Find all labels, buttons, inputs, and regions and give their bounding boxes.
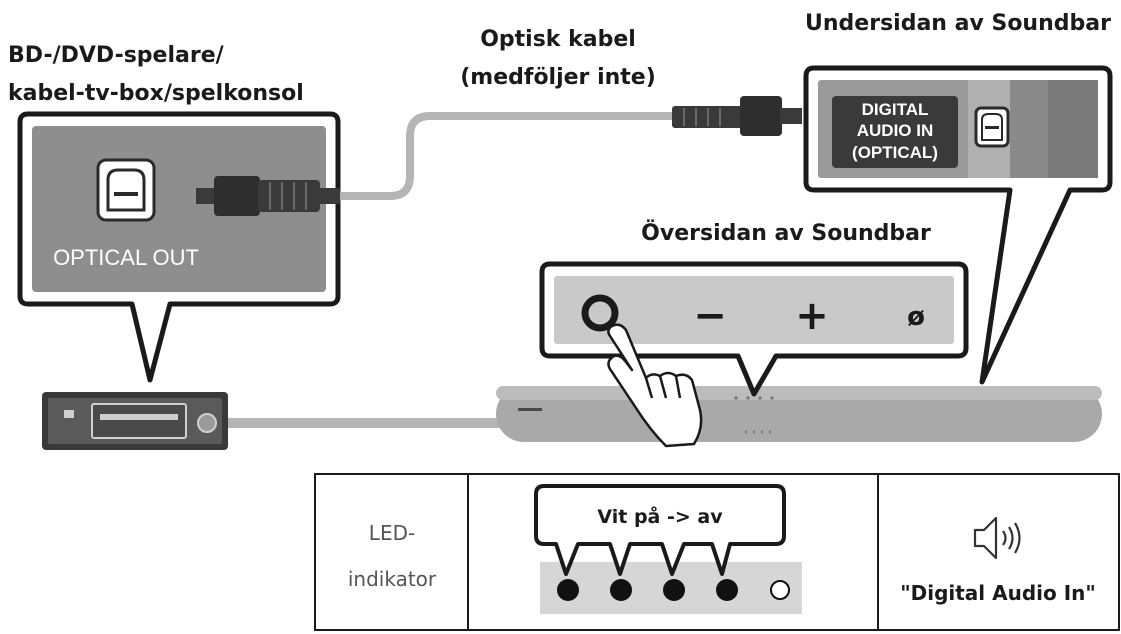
led-dot-5 — [770, 580, 790, 600]
power-button-icon — [581, 294, 619, 332]
optical-in-port-icon — [974, 106, 1010, 148]
cable-plug-soundbar — [672, 96, 802, 136]
source-device-box — [42, 392, 228, 450]
pointing-hand-icon — [607, 323, 703, 448]
cable-plug-source — [196, 176, 340, 216]
cable-label-line2: (medföljer inte) — [460, 65, 656, 90]
soundbar-bottom-callout: DIGITAL AUDIO IN (OPTICAL) — [803, 65, 1113, 385]
led-dot-3 — [663, 579, 685, 601]
source-port-callout: OPTICAL OUT — [17, 111, 341, 383]
volume-up-button: + — [795, 293, 829, 339]
voice-prompt-text: "Digital Audio In" — [900, 581, 1096, 605]
device-link-line — [228, 418, 500, 428]
led-row — [557, 579, 790, 601]
led-label-line1: LED- — [369, 521, 415, 545]
digital-audio-in-line3: (OPTICAL) — [852, 143, 938, 162]
soundbar-top-callout: − + ø — [539, 261, 969, 397]
cable-label-line1: Optisk kabel — [480, 27, 636, 52]
optical-out-label: OPTICAL OUT — [53, 245, 199, 270]
source-device-label-line2: kabel-tv-box/spelkonsol — [8, 81, 304, 106]
led-dot-4 — [716, 579, 738, 601]
led-callout-text: Vit på -> av — [597, 504, 723, 528]
led-dot-2 — [610, 579, 632, 601]
soundbar — [496, 386, 1102, 442]
speaker-icon — [973, 516, 1021, 560]
optical-out-port-icon — [96, 158, 156, 222]
digital-audio-in-line2: AUDIO IN — [857, 121, 934, 140]
soundbar-bottom-label: Undersidan av Soundbar — [805, 11, 1111, 36]
led-dot-1 — [557, 579, 579, 601]
source-device-label-line1: BD-/DVD-spelare/ — [8, 43, 225, 68]
mic-off-button: ø — [907, 302, 925, 332]
led-callout-bubble — [534, 484, 786, 576]
soundbar-top-label: Översidan av Soundbar — [641, 220, 931, 246]
digital-audio-in-line1: DIGITAL — [862, 100, 929, 119]
led-indicator-table: LED- indikator Vit på -> av "Digital Aud… — [314, 473, 1120, 631]
optical-cable — [336, 112, 684, 200]
volume-down-button: − — [693, 293, 727, 339]
led-label-line2: indikator — [348, 567, 437, 591]
